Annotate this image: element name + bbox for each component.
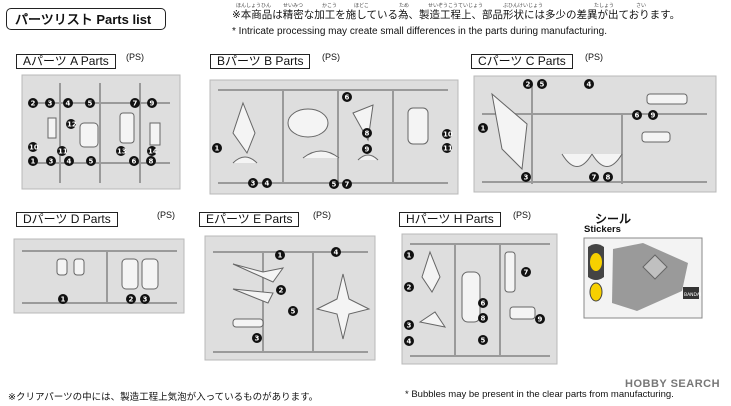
ruby-8: たしょう (594, 3, 615, 9)
runner-d-label: Dパーツ D Parts (16, 212, 118, 227)
header-note-en: * Intricate processing may create small … (232, 26, 607, 37)
runner-h-diagram (401, 233, 558, 365)
runner-c-num-8: 7 (592, 174, 597, 182)
ruby-1: ほんしょうひん (236, 3, 272, 9)
runner-c-num-7: 3 (524, 174, 529, 182)
runner-c-num-6: 9 (651, 112, 656, 120)
runner-a-num-16: 6 (132, 158, 137, 166)
runner-h-num-9: 5 (481, 337, 486, 345)
runner-e-num-4: 5 (291, 308, 296, 316)
runner-c-label: Cパーツ C Parts (471, 54, 573, 69)
runner-b-diagram (209, 79, 459, 195)
parts-list-title: パーツリスト Parts list (6, 8, 166, 30)
stickers-title: シール (595, 212, 632, 226)
runner-c-num-2: 5 (540, 81, 545, 89)
runner-d-ps: (PS) (157, 210, 175, 220)
ruby-7: ぶひんけいじょう (503, 3, 544, 9)
header-note-jp: ※本商品は精密な加工を施している為、製造工程上、部品形状には多少の差異が出ており… (232, 9, 681, 21)
runner-a-num-9: 11 (58, 148, 68, 156)
runner-b-ps: (PS) (322, 52, 340, 62)
runner-a-ps: (PS) (126, 52, 144, 62)
runner-a-num-15: 5 (89, 158, 94, 166)
ruby-6: せいぞうこうていじょう (428, 3, 484, 9)
ruby-3: かこう (322, 3, 338, 9)
sticker-sheet: BANDAI (583, 237, 703, 319)
runner-d-diagram (13, 238, 185, 314)
runner-b-label: Bパーツ B Parts (210, 54, 311, 69)
runner-h-ps: (PS) (513, 210, 531, 220)
runner-a-num-8: 10 (29, 144, 39, 152)
runner-h-num-8: 4 (407, 338, 412, 346)
ruby-4: ほどこ (354, 3, 369, 9)
runner-h-num-5: 8 (481, 315, 486, 323)
runner-b-num-4: 9 (365, 146, 370, 154)
runner-h-num-6: 9 (538, 316, 543, 324)
runner-b-num-5: 10 (443, 131, 453, 139)
runner-c-num-9: 8 (606, 174, 611, 182)
runner-b-num-2: 1 (215, 145, 220, 153)
runner-h-label: Hパーツ H Parts (399, 212, 501, 227)
runner-b-num-9: 5 (332, 181, 337, 189)
runner-a-num-10: 13 (117, 148, 127, 156)
runner-a-num-17: 8 (149, 158, 154, 166)
runner-h-num-2: 2 (407, 284, 412, 292)
runner-a-num-14: 4 (67, 158, 72, 166)
runner-b-num-8: 4 (265, 180, 270, 188)
runner-e-num-1: 1 (278, 252, 283, 260)
runner-a-label: Aパーツ A Parts (16, 54, 116, 69)
runner-e-num-2: 4 (334, 249, 339, 257)
runner-d-num-3: 3 (143, 296, 148, 304)
runner-c-num-1: 2 (526, 81, 531, 89)
runner-d-num-1: 1 (61, 296, 66, 304)
footer-note-en: * Bubbles may be present in the clear pa… (405, 389, 674, 400)
runner-a-num-7: 12 (67, 121, 77, 129)
runner-a-num-1: 2 (31, 100, 36, 108)
runner-e-diagram (204, 235, 376, 361)
runner-a-num-2: 3 (48, 100, 53, 108)
runner-a-num-6: 9 (150, 100, 155, 108)
runner-h-num-1: 1 (407, 252, 412, 260)
sticker-brand: BANDAI (684, 292, 701, 298)
runner-a-num-3: 4 (66, 100, 71, 108)
part-number-marker: 2 3 4 5 7 9 12 10 11 13 14 1 3 4 5 6 8 (28, 98, 158, 166)
ruby-5: ため (399, 3, 410, 9)
runner-d-num-2: 2 (129, 296, 134, 304)
runner-c-num-4: 1 (481, 125, 486, 133)
footer-note-jp: ※クリアパーツの中には、製造工程上気泡が入っているものがあります。 (8, 392, 319, 403)
stickers-subtitle: Stickers (584, 224, 621, 235)
hobby-search-watermark: HOBBY SEARCH (625, 378, 721, 390)
runner-h-num-4: 6 (481, 300, 486, 308)
runner-h-num-7: 3 (407, 322, 412, 330)
ruby-9: さい (636, 3, 647, 9)
runner-b-num-3: 8 (365, 130, 370, 138)
runner-c-diagram (473, 75, 717, 193)
runner-a-num-12: 1 (31, 158, 36, 166)
runner-b-num-7: 3 (251, 180, 256, 188)
ruby-2: せいみつ (283, 3, 304, 9)
runner-c-num-5: 6 (635, 112, 640, 120)
runner-b-num-1: 6 (345, 94, 350, 102)
runner-c-num-3: 4 (587, 81, 592, 89)
runner-e-ps: (PS) (313, 210, 331, 220)
runner-a-num-5: 7 (133, 100, 138, 108)
runner-h-num-3: 7 (524, 269, 529, 277)
runner-e-label: Eパーツ E Parts (199, 212, 300, 227)
runner-e-num-5: 3 (255, 335, 260, 343)
runner-a-num-4: 5 (88, 100, 93, 108)
runner-c-ps: (PS) (585, 52, 603, 62)
runner-a-num-13: 3 (49, 158, 54, 166)
runner-b-num-10: 7 (345, 181, 350, 189)
runner-e-num-3: 2 (279, 287, 284, 295)
runner-b-num-6: 11 (443, 145, 453, 153)
runner-a-num-11: 14 (148, 148, 158, 156)
